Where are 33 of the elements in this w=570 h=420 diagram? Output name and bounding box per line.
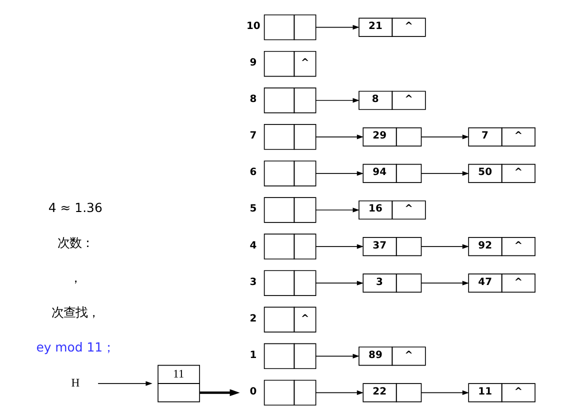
node-label: 0 — [249, 386, 256, 398]
label: 次查找， — [50, 304, 99, 320]
arrow — [420, 244, 469, 249]
node-label: 4 — [249, 240, 256, 252]
arrow — [314, 244, 364, 249]
arrow — [97, 381, 152, 386]
arrow — [199, 389, 240, 396]
node-label: 9 — [249, 58, 256, 69]
arrow — [420, 171, 469, 176]
node-label: 6 — [249, 167, 256, 178]
node-text: H — [70, 376, 80, 390]
arrow — [314, 98, 359, 103]
node-label: 7 — [249, 130, 256, 142]
arrow — [420, 280, 469, 286]
node-label: 3 — [249, 276, 256, 288]
label: 次数： — [56, 234, 93, 250]
arrow — [314, 24, 359, 30]
arrow — [314, 280, 364, 286]
arrow — [420, 134, 469, 140]
label: 4 ≈ 1.36 — [48, 200, 102, 216]
arrow — [314, 171, 364, 176]
arrow — [314, 354, 359, 358]
arrow — [314, 390, 364, 396]
arrow — [420, 390, 469, 396]
node-label: 10 — [246, 21, 260, 32]
label: ， — [68, 270, 81, 285]
node-label: 8 — [249, 94, 256, 106]
arrow — [314, 134, 364, 140]
label: ey mod 11； — [36, 340, 114, 355]
arrow — [314, 208, 359, 212]
node-label: 1 — [249, 350, 256, 361]
node-label: 5 — [249, 204, 256, 215]
node-label: 2 — [249, 313, 256, 324]
